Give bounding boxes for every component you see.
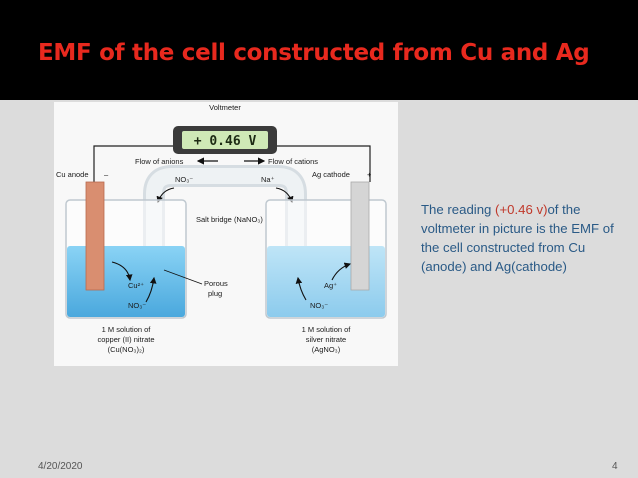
galvanic-cell-diagram: Voltmeter + 0.46 V Flow of anions Flow o… [54,102,398,366]
right-nitrate-arrow [295,276,307,301]
flow-of-cations-label: Flow of cations [268,157,318,166]
anode-sign: – [104,170,109,179]
slide-page-number: 4 [612,461,618,472]
copper-electrode [85,181,105,291]
left-nitrate-arrow [145,276,157,303]
copper-nitrate-solution [67,246,185,317]
ag-cathode-label: Ag cathode [312,170,350,179]
salt-bridge-label: Salt bridge (NaNO₃) [196,215,263,224]
silver-electrode [350,181,370,291]
explanation-text: The reading (+0.46 v)of the voltmeter in… [421,200,617,276]
right-solution-label-line1: 1 M solution of [302,325,352,334]
caption-reading-value: (+0.46 v) [495,202,548,217]
slide-date: 4/20/2020 [38,461,83,472]
voltmeter-reading: + 0.46 V [194,134,257,149]
cell-diagram-svg: Voltmeter + 0.46 V Flow of anions Flow o… [56,103,387,354]
left-solution-label-line3: (Cu(NO₃)₂) [108,345,145,354]
porous-plug-label-line1: Porous [204,279,228,288]
left-solution-label-line2: copper (II) nitrate [97,335,154,344]
right-solution-label-line3: (AgNO₃) [312,345,341,354]
bridge-nitrate-label: NO₃⁻ [175,175,193,184]
flow-of-anions-label: Flow of anions [135,157,184,166]
right-nitrate-label: NO₃⁻ [310,301,328,310]
cathode-sign: + [367,170,372,179]
porous-plug-label-line2: plug [208,289,222,298]
silver-ion-label: Ag⁺ [324,281,337,290]
left-nitrate-label: NO₃⁻ [128,301,146,310]
cu-anode-label: Cu anode [56,170,89,179]
bridge-sodium-label: Na⁺ [261,175,275,184]
porous-plug-pointer [163,269,203,285]
anode-wire [93,145,174,198]
slide-title: EMF of the cell constructed from Cu and … [38,40,590,66]
title-bar: EMF of the cell constructed from Cu and … [0,0,638,100]
caption-body: of the voltmeter in picture is the EMF o… [421,202,614,274]
voltmeter-display [182,131,268,149]
caption-intro: The reading [421,202,496,217]
right-solution-label-line2: silver nitrate [306,335,346,344]
cathode-wire [276,145,371,182]
silver-ion-arrow [331,262,352,281]
copper-ion-arrow [111,261,133,282]
voltmeter-label: Voltmeter [209,103,241,112]
copper-ion-label: Cu²⁺ [128,281,144,290]
left-solution-label-line1: 1 M solution of [102,325,152,334]
